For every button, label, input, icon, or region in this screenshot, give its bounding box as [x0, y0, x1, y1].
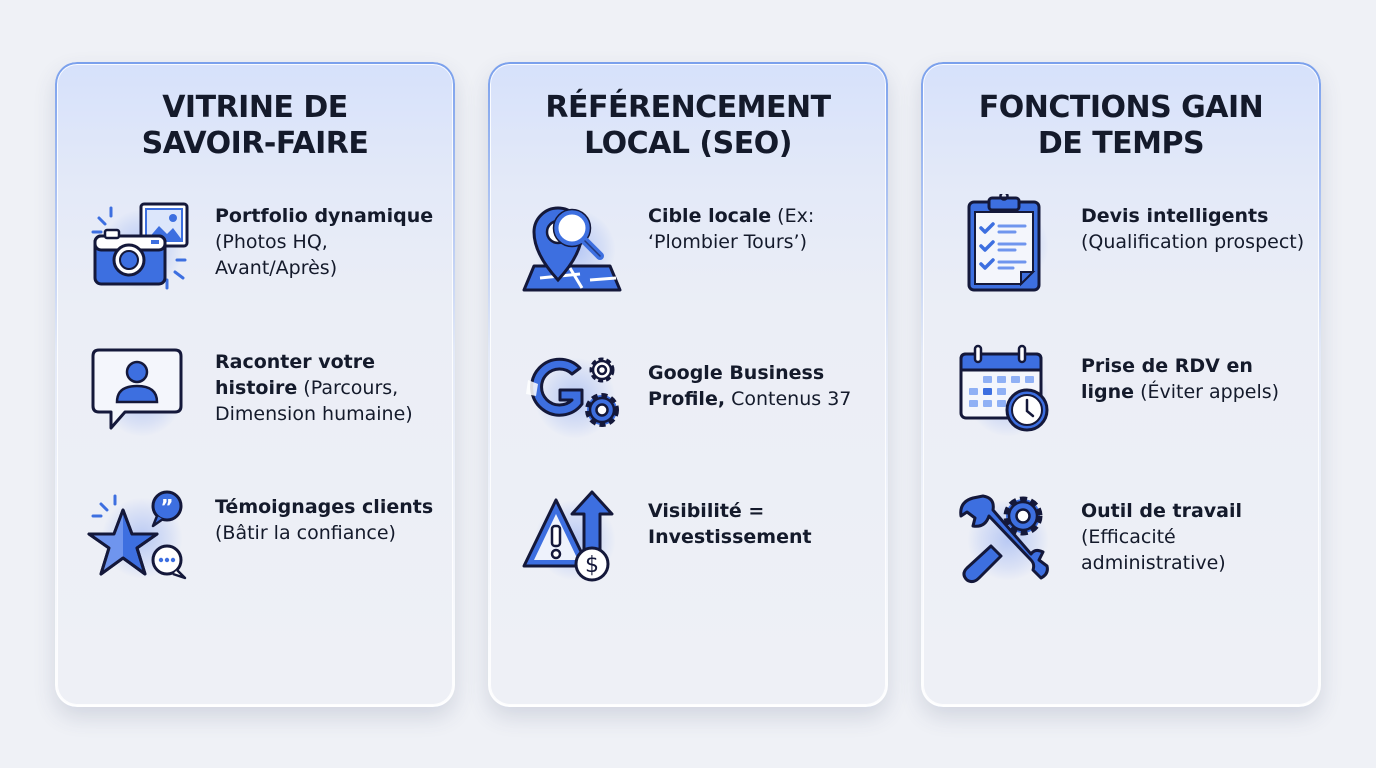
list-item-temoignages: ” Témoignages clients (Bâtir la confianc…: [87, 486, 443, 596]
clipboard-checklist-icon: [953, 194, 1063, 294]
item-text: Portfolio dynamique (Photos HQ, Avant/Ap…: [215, 205, 434, 279]
google-gears-icon: [520, 346, 630, 446]
list-item-portfolio: Portfolio dynamique (Photos HQ, Avant/Ap…: [87, 198, 443, 308]
svg-text:$: $: [585, 553, 599, 578]
svg-text:”: ”: [160, 495, 173, 519]
item-text: Devis intelligents (Qualification prospe…: [1081, 205, 1305, 253]
item-text: Google Business Profile, Contenus 37: [648, 362, 852, 410]
item-text: Cible locale (Ex: ‘Plombier Tours’): [648, 205, 815, 253]
card-fonctions-gain-temps: FONCTIONS GAIN DE TEMPS: [921, 62, 1321, 707]
wrench-gear-icon: [953, 488, 1063, 588]
map-pin-magnifier-icon: [520, 198, 630, 298]
item-text: Prise de RDV en ligne (Éviter appels): [1081, 355, 1280, 403]
card-vitrine-savoir-faire: VITRINE DE SAVOIR-FAIRE: [55, 62, 455, 707]
item-text: Visibilité = Investissement: [648, 500, 812, 548]
card-referencement-local: RÉFÉRENCEMENT LOCAL (SEO) Cible locale (…: [488, 62, 888, 707]
card-title: RÉFÉRENCEMENT LOCAL (SEO): [545, 90, 831, 161]
person-speech-bubble-icon: [87, 344, 197, 444]
list-item-google-business: Google Business Profile, Contenus 37: [520, 346, 876, 456]
calendar-clock-icon: [953, 344, 1063, 444]
warning-dollar-arrow-icon: $: [520, 488, 630, 588]
card-title: VITRINE DE SAVOIR-FAIRE: [141, 90, 369, 161]
card-title: FONCTIONS GAIN DE TEMPS: [978, 90, 1264, 161]
item-text: Outil de travail (Efficacité administrat…: [1081, 500, 1243, 574]
item-text: Raconter votre histoire (Parcours, Dimen…: [215, 351, 413, 425]
star-quote-bubbles-icon: ”: [87, 486, 197, 586]
list-item-prise-rdv: Prise de RDV en ligne (Éviter appels): [953, 344, 1309, 454]
list-item-histoire: Raconter votre histoire (Parcours, Dimen…: [87, 344, 443, 454]
camera-photo-icon: [87, 198, 197, 298]
list-item-outil-travail: Outil de travail (Efficacité administrat…: [953, 488, 1309, 598]
list-item-cible-locale: Cible locale (Ex: ‘Plombier Tours’): [520, 198, 876, 308]
list-item-devis: Devis intelligents (Qualification prospe…: [953, 194, 1309, 304]
list-item-visibilite: $ Visibilité = Investissement: [520, 488, 876, 598]
item-text: Témoignages clients (Bâtir la confiance): [215, 496, 434, 544]
